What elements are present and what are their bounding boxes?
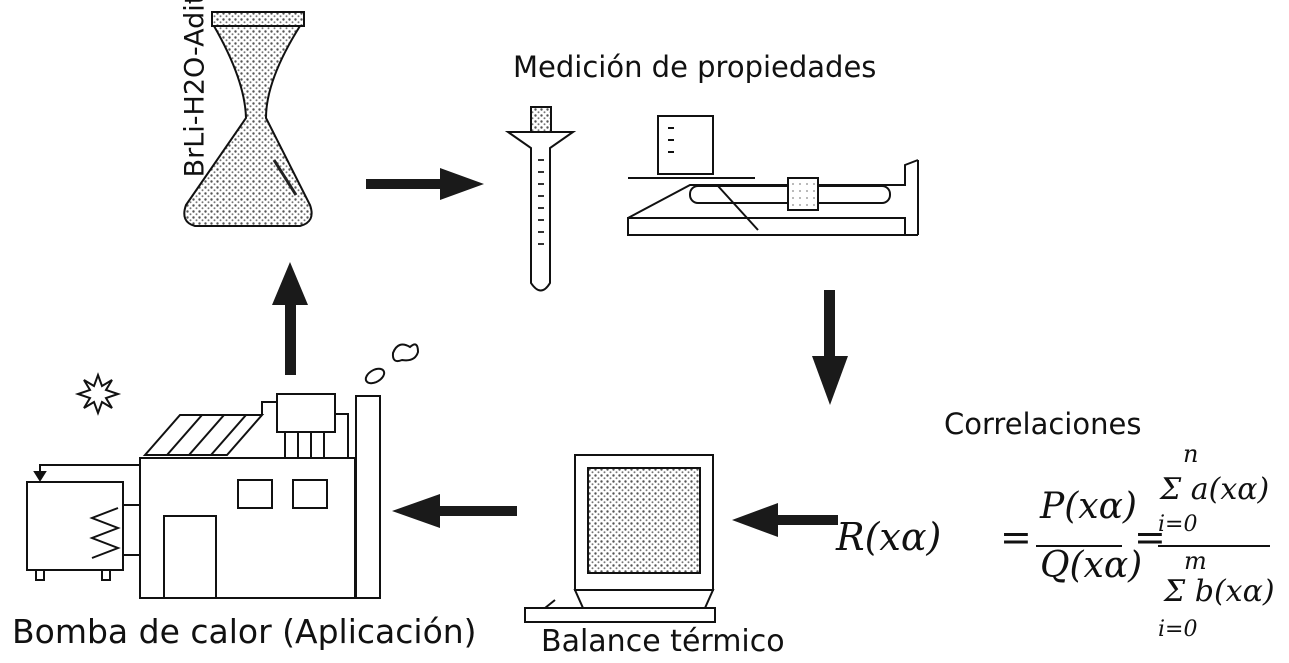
sun-icon — [74, 372, 122, 416]
equation-upper-n: n — [1183, 440, 1199, 468]
balance-scale-icon — [627, 115, 919, 236]
correlations-label: Correlaciones — [944, 407, 1142, 441]
smoke-icon — [364, 343, 420, 385]
heat-pump-building-icon — [26, 393, 381, 599]
arrow-left-1 — [732, 503, 838, 537]
flask-label: BrLi-H2O-Aditivo — [179, 0, 211, 178]
equation-lhs: R(xα) — [836, 515, 942, 559]
equation-equals-1: = — [1000, 515, 1032, 559]
equation-lower-index-2: i=0 — [1158, 617, 1198, 642]
computer-icon — [524, 454, 716, 623]
measurement-label: Medición de propiedades — [513, 50, 877, 84]
equation-denominator: Q(xα) — [1040, 545, 1143, 586]
equation-upper-m: m — [1184, 547, 1207, 575]
arrow-up-1 — [272, 262, 308, 375]
equation-sum-denominator: Σ b(xα) — [1164, 574, 1275, 609]
test-tube-icon — [504, 106, 577, 292]
equation-equals-2: = — [1134, 515, 1166, 559]
equation-lower-index-1: i=0 — [1158, 512, 1198, 537]
arrow-right-1 — [366, 168, 484, 200]
equation-sum-numerator: Σ a(xα) — [1160, 472, 1270, 507]
equation-numerator: P(xα) — [1040, 486, 1137, 527]
heat-pump-label: Bomba de calor (Aplicación) — [12, 612, 477, 651]
thermal-balance-label: Balance térmico — [541, 624, 785, 659]
flask-icon — [183, 11, 313, 227]
arrow-left-2 — [392, 494, 517, 528]
arrow-down-1 — [812, 290, 848, 405]
